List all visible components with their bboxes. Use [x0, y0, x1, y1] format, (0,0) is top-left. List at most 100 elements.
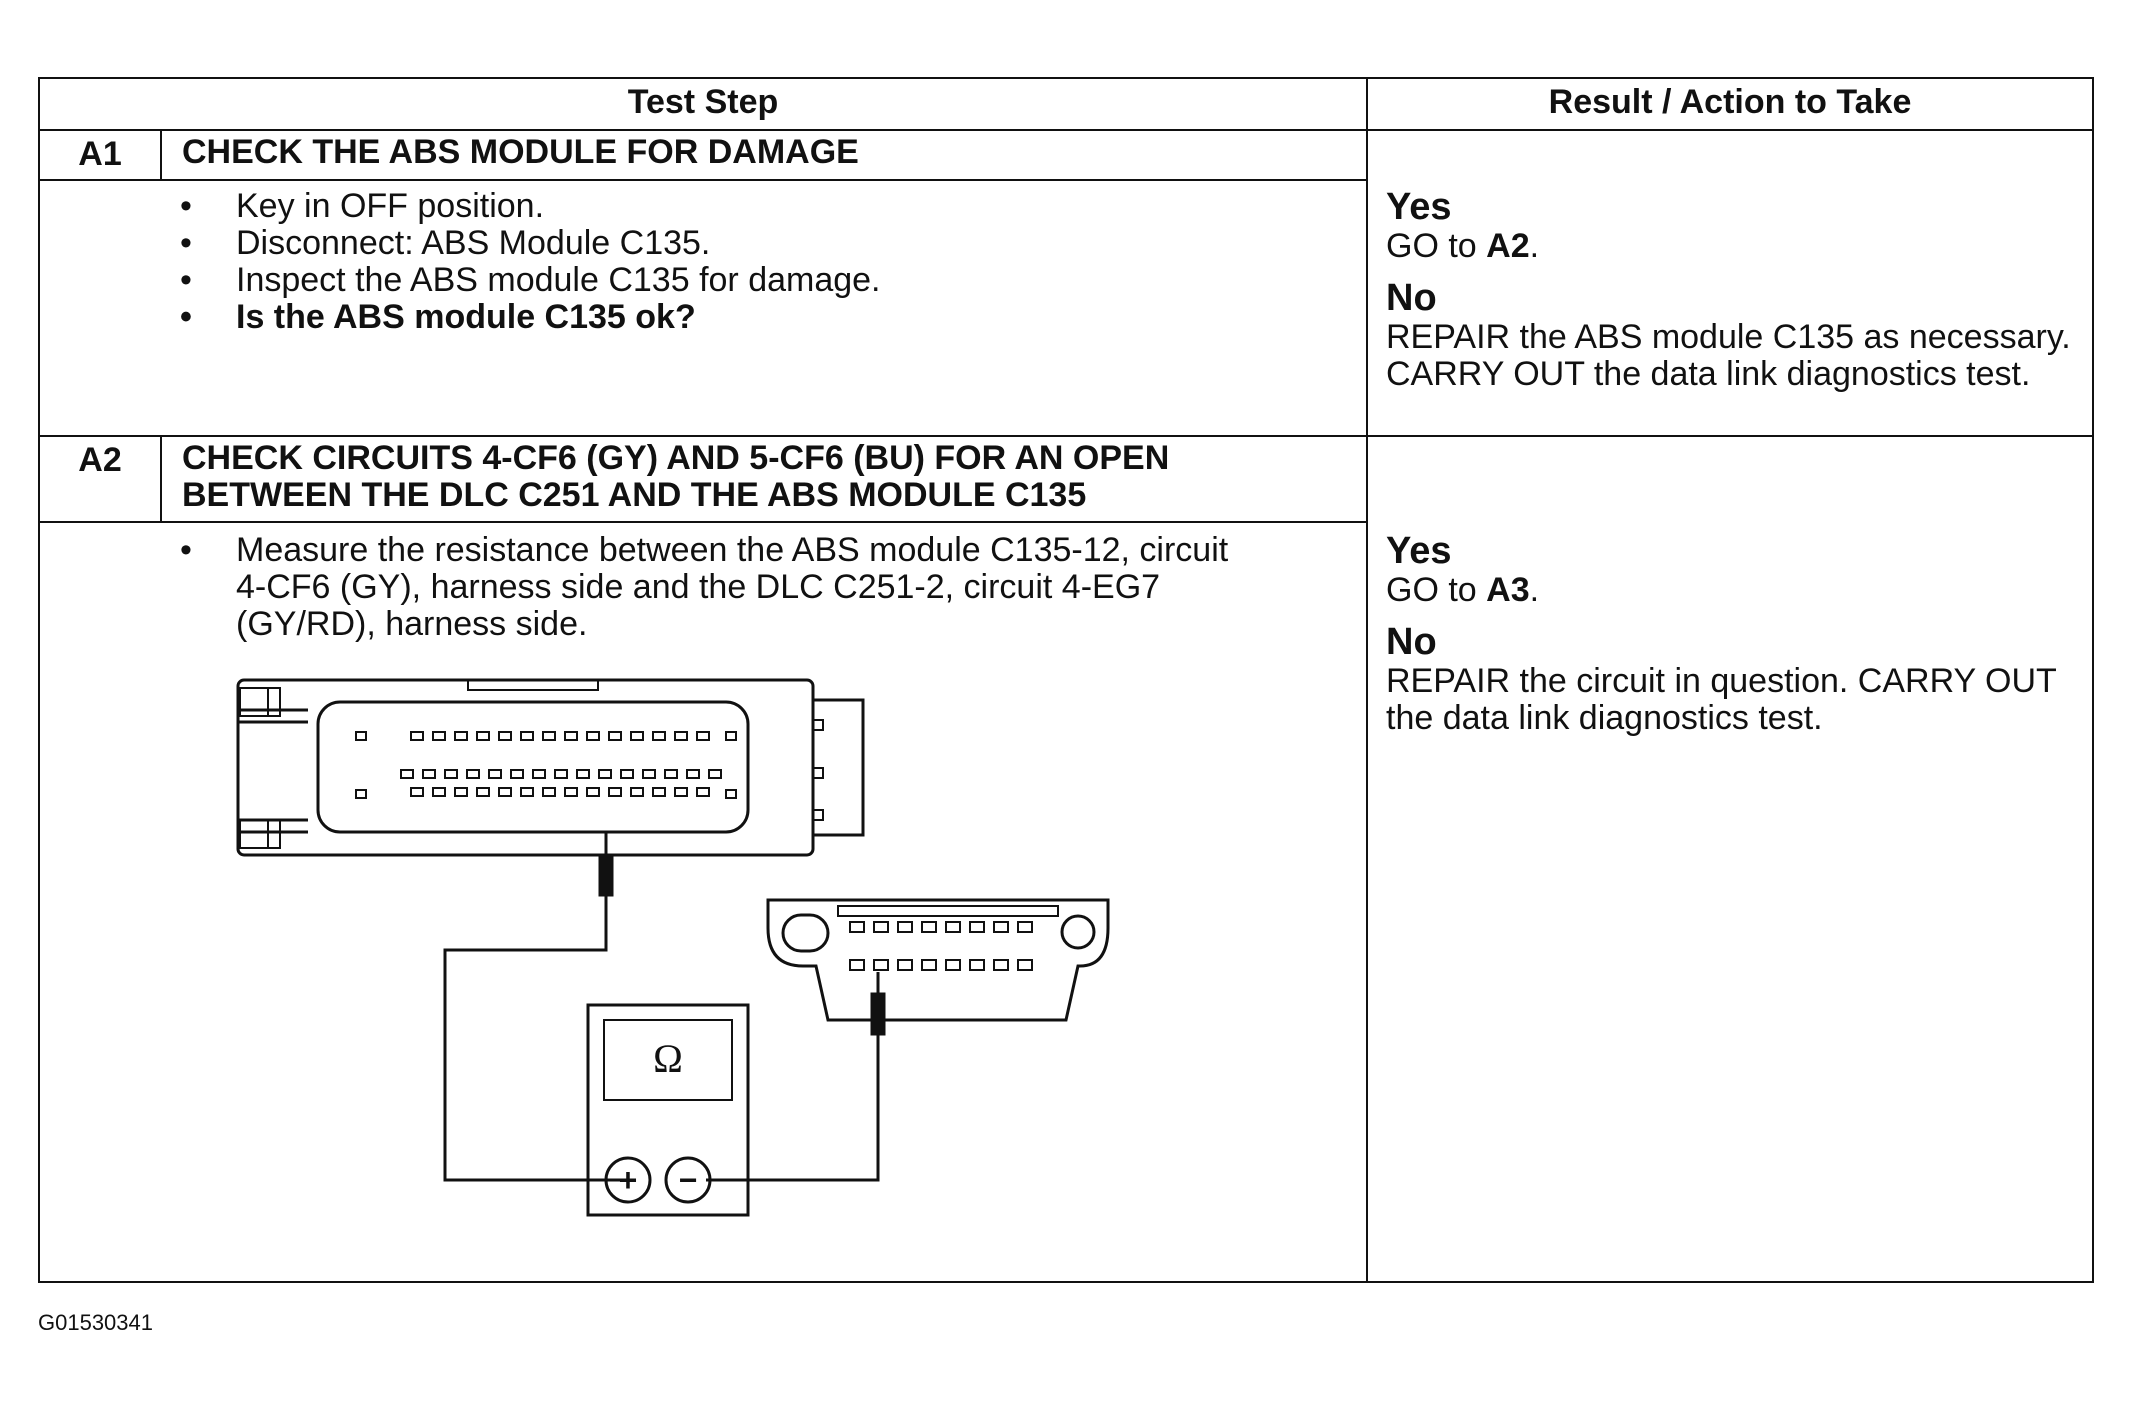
- no-action: REPAIR the circuit in question. CARRY OU…: [1386, 662, 2057, 737]
- connector-pin: [586, 787, 600, 797]
- connector-pin: [432, 787, 446, 797]
- abs-module-pins: [355, 731, 737, 799]
- connector-pin: [630, 731, 644, 741]
- go-to-text: GO to: [1386, 571, 1487, 609]
- connector-pin: [476, 731, 490, 741]
- connector-pin: [652, 731, 666, 741]
- connector-pin: [642, 769, 656, 779]
- connector-pin: [921, 921, 937, 933]
- connector-pin: [674, 731, 688, 741]
- rule-below-header: [38, 129, 2094, 131]
- result-a1: Yes GO to A2. No REPAIR the ABS module C…: [1386, 186, 2076, 393]
- connector-pin: [520, 787, 534, 797]
- connector-pin: [454, 787, 468, 797]
- resistance-test-diagram: Ω + −: [236, 678, 1110, 1217]
- connector-pin: [498, 731, 512, 741]
- step-title-a2: CHECK CIRCUITS 4-CF6 (GY) AND 5-CF6 (BU)…: [182, 439, 1170, 514]
- step-a2-instructions: Measure the resistance between the ABS m…: [180, 532, 1260, 643]
- rule-below-a1-title: [38, 179, 1368, 181]
- procedure-table: [38, 77, 2094, 1283]
- period: .: [1529, 227, 1540, 265]
- yes-label: Yes: [1386, 186, 1452, 228]
- list-item-question: Is the ABS module C135 ok?: [180, 299, 1350, 337]
- period: .: [1529, 571, 1540, 609]
- step-a1-instructions: Key in OFF position. Disconnect: ABS Mod…: [180, 188, 1350, 337]
- a2-id-divider: [160, 435, 162, 523]
- yes-action: GO to A3.: [1386, 572, 2076, 609]
- abs-module-connector: [236, 678, 865, 857]
- connector-pin: [576, 769, 590, 779]
- connector-pin: [945, 921, 961, 933]
- figure-code: G01530341: [38, 1310, 153, 1335]
- connector-pin: [598, 769, 612, 779]
- connector-pin: [849, 959, 865, 971]
- ohmmeter: [586, 1003, 750, 1217]
- dlc-pins: [849, 921, 1033, 971]
- step-id-a2: A2: [78, 441, 122, 479]
- connector-pin: [532, 769, 546, 779]
- connector-pin: [696, 787, 710, 797]
- connector-pin: [1017, 959, 1033, 971]
- connector-pin: [674, 787, 688, 797]
- connector-pin: [422, 769, 436, 779]
- test-probe-abs: [443, 832, 628, 1182]
- connector-pin: [432, 731, 446, 741]
- a1-id-divider: [160, 129, 162, 181]
- result-action-header: Result / Action to Take: [1548, 83, 1912, 121]
- connector-pin: [969, 959, 985, 971]
- list-item: Measure the resistance between the ABS m…: [180, 532, 1260, 643]
- step-id-a1: A1: [78, 135, 122, 173]
- connector-pin: [520, 731, 534, 741]
- abs-module-pin-rows: [400, 731, 722, 797]
- connector-pin: [400, 769, 414, 779]
- connector-pin: [873, 959, 889, 971]
- ohm-symbol: Ω: [653, 1036, 683, 1081]
- connector-pin: [1017, 921, 1033, 933]
- minus-terminal-icon: −: [679, 1162, 698, 1198]
- connector-pin: [542, 787, 556, 797]
- connector-pin: [664, 769, 678, 779]
- connector-pin: [686, 769, 700, 779]
- connector-pin: [630, 787, 644, 797]
- connector-pin: [921, 959, 937, 971]
- connector-pin: [708, 769, 722, 779]
- list-item: Disconnect: ABS Module C135.: [180, 225, 1350, 263]
- connector-pin: [444, 769, 458, 779]
- connector-pin: [993, 921, 1009, 933]
- test-probe-dlc: [706, 972, 886, 1182]
- column-divider: [1366, 77, 1368, 1283]
- connector-pin: [897, 959, 913, 971]
- no-label: No: [1386, 277, 1437, 319]
- connector-pin: [969, 921, 985, 933]
- connector-pin: [608, 731, 622, 741]
- connector-pin: [652, 787, 666, 797]
- connector-pin: [410, 731, 424, 741]
- step-title-a1: CHECK THE ABS MODULE FOR DAMAGE: [182, 133, 859, 171]
- list-item: Inspect the ABS module C135 for damage.: [180, 262, 1350, 300]
- connector-pin: [542, 731, 556, 741]
- go-to-step-link: A3: [1486, 571, 1530, 609]
- connector-pin: [993, 959, 1009, 971]
- rule-below-a1: [38, 435, 2094, 437]
- dlc-connector: [766, 898, 1110, 1022]
- yes-label: Yes: [1386, 530, 1452, 572]
- connector-pin: [564, 787, 578, 797]
- plus-terminal-icon: +: [619, 1162, 638, 1198]
- go-to-text: GO to: [1386, 227, 1487, 265]
- connector-pin: [897, 921, 913, 933]
- connector-pin: [488, 769, 502, 779]
- no-label: No: [1386, 621, 1437, 663]
- connector-pin: [945, 959, 961, 971]
- go-to-step-link: A2: [1486, 227, 1530, 265]
- rule-below-a2-title: [38, 521, 1368, 523]
- connector-pin: [849, 921, 865, 933]
- no-action: REPAIR the ABS module C135 as necessary.…: [1386, 318, 2071, 393]
- connector-pin: [410, 787, 424, 797]
- connector-pin: [476, 787, 490, 797]
- connector-pin: [608, 787, 622, 797]
- connector-pin: [696, 731, 710, 741]
- connector-pin: [586, 731, 600, 741]
- result-a2: Yes GO to A3. No REPAIR the circuit in q…: [1386, 530, 2076, 737]
- test-step-header: Test Step: [627, 83, 779, 121]
- connector-pin: [873, 921, 889, 933]
